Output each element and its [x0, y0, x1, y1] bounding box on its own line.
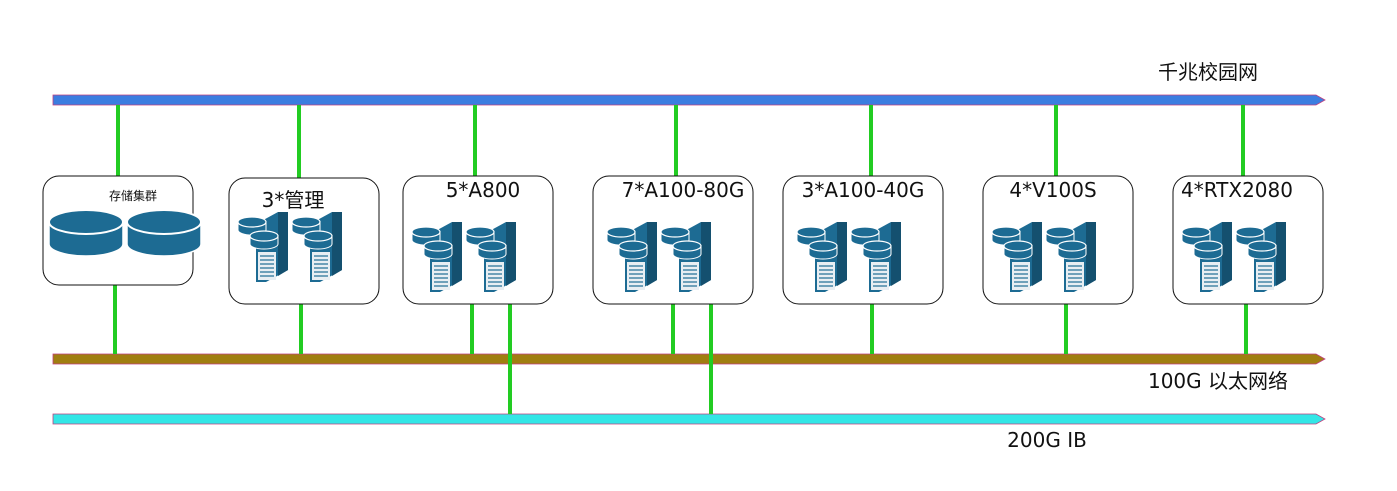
node-a800: 5*A800 [402, 175, 554, 305]
bus-campus-line [52, 94, 1326, 106]
node-label: 4*RTX2080 [1181, 178, 1293, 202]
bus-ethernet-label: 100G 以太网络 [1148, 369, 1288, 393]
node-label: 存储集群 [109, 188, 157, 203]
bus-ethernet [52, 353, 1326, 365]
node-a100-80: 7*A100-80G [592, 175, 754, 305]
bus-ib-label: 200G IB [1007, 428, 1087, 452]
node-label: 3*A100-40G [802, 178, 925, 202]
node-label: 3*管理 [262, 188, 325, 212]
node-v100s: 4*V100S [982, 175, 1134, 305]
bus-ib [52, 413, 1326, 425]
node-mgmt: 3*管理 [228, 177, 380, 305]
node-storage: 存储集群 [42, 175, 202, 286]
storage-disk-icon [126, 209, 202, 257]
node-rtx2080: 4*RTX2080 [1172, 175, 1324, 305]
node-label: 7*A100-80G [622, 178, 745, 202]
bus-ib-line [52, 413, 1326, 425]
storage-disk-icon [48, 209, 124, 257]
bus-ethernet-line [52, 353, 1326, 365]
node-label: 5*A800 [446, 178, 521, 202]
bus-campus [52, 94, 1326, 106]
node-label: 4*V100S [1009, 178, 1096, 202]
bus-campus-label: 千兆校园网 [1158, 60, 1258, 84]
node-a100-40: 3*A100-40G [782, 175, 944, 305]
